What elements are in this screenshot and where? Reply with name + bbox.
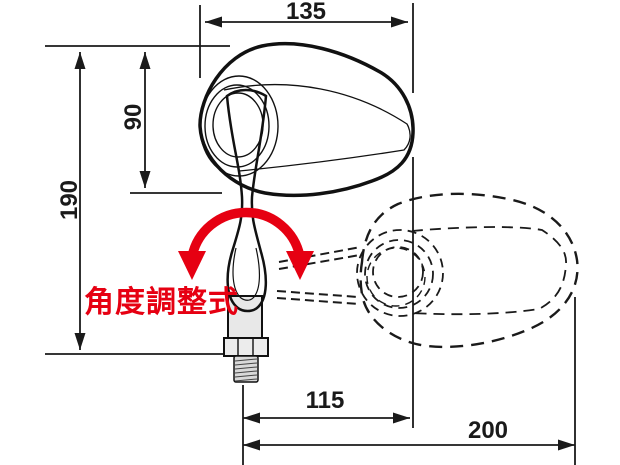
dimension-labels: 135 190 90 115 200 角度調整式 [56,0,508,444]
ghost-pivot-circle-inner [372,246,424,298]
angle-adjust-indicator [178,207,314,280]
ghost-pivot-circle-mid2 [366,247,426,307]
label-offset-200: 200 [468,417,508,444]
label-height-90: 90 [120,104,147,131]
arrow-200-left [243,439,260,451]
dimension-arrowheads [74,16,575,451]
label-offset-115: 115 [306,387,345,414]
arrow-90-down [139,171,151,188]
mirror-rim-line [223,83,411,172]
ghost-stem-line-4 [276,297,360,305]
arrow-135-left [205,16,222,28]
label-width-135: 135 [286,0,326,25]
ball-housing-contour-inner [212,92,264,158]
arrow-190-down [74,333,86,350]
ghost-mirror-rim [410,226,567,316]
label-height-190: 190 [56,180,83,220]
arrow-115-right [393,412,410,424]
ghost-mirror-outline [359,192,579,349]
ghost-stem-line-3 [276,290,359,298]
folded-mirror-ghost [276,192,579,349]
arrow-135-right [391,16,408,28]
arrow-115-left [243,412,260,424]
hex-nut [223,337,269,357]
bolt-threads [234,358,258,382]
mirror-stem-assembly [223,88,269,383]
stem-arm [225,88,268,313]
arrow-190-up [74,52,86,69]
arrow-90-up [139,52,151,69]
ghost-pivot-circle-mid [364,239,434,309]
arrow-200-right [558,439,575,451]
mirror-head [198,42,415,198]
red-arc [187,207,305,259]
ghost-pivot-circle-outer [356,229,444,317]
mirror-body [198,42,415,198]
red-arrowhead-right [286,251,314,280]
label-angle-adjustable: 角度調整式 [84,286,239,319]
stem-knob-inner-line [232,247,260,301]
dimension-lines [45,3,576,465]
red-arrowhead-left [178,251,206,280]
